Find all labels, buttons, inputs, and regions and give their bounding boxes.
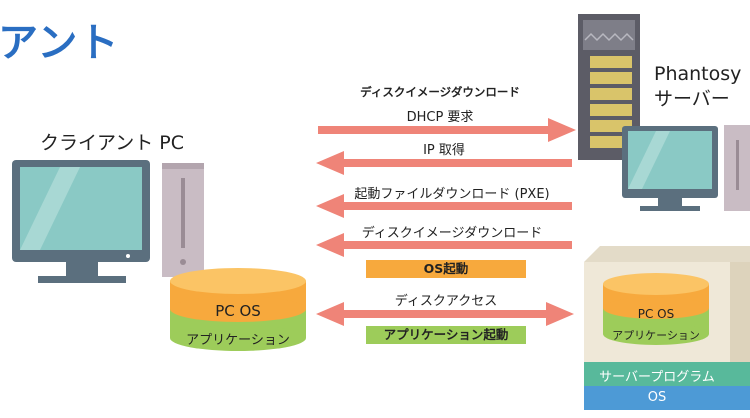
disk-access-label: ディスクアクセス [394,294,498,309]
page-title: アント [0,20,120,66]
server-disk-cylinder [603,273,709,345]
server-program-label: サーバープログラム [599,370,715,385]
client-disk-os-label: PC OS [215,302,261,320]
server-disk-app-label: アプリケーション [612,329,700,342]
arrow-boot-file-download [316,194,572,218]
server-label-name: Phantosy [654,63,742,85]
server-label-type: サーバー [654,88,730,110]
server-tower-icon [724,125,750,211]
client-disk-app-label: アプリケーション [186,333,290,348]
arrow-ip-acquire [316,151,572,175]
server-monitor-icon [622,126,718,211]
top-heading-label: ディスクイメージダウンロード [360,85,520,99]
arrow-disk-image-download [316,233,572,257]
boot-file-download-label: 起動ファイルダウンロード (PXE) [354,187,550,202]
arrow-dhcp-request [318,118,576,142]
ip-acquire-label: IP 取得 [423,143,465,158]
server-label: Phantosy サーバー [654,62,741,112]
server-rack-icon [578,14,640,160]
server-disk-os-label: PC OS [637,307,675,321]
disk-image-download-label: ディスクイメージダウンロード [361,226,543,241]
dhcp-request-label: DHCP 要求 [406,110,474,125]
client-monitor-icon [12,160,150,283]
arrow-disk-access [316,302,574,326]
app-boot-badge: アプリケーション起動 [366,326,526,344]
client-tower-icon [162,163,204,277]
server-os-label: OS [647,390,667,405]
os-boot-badge: OS起動 [366,260,526,278]
client-disk-cylinder [170,268,306,351]
client-pc-label: クライアント PC [40,132,185,154]
